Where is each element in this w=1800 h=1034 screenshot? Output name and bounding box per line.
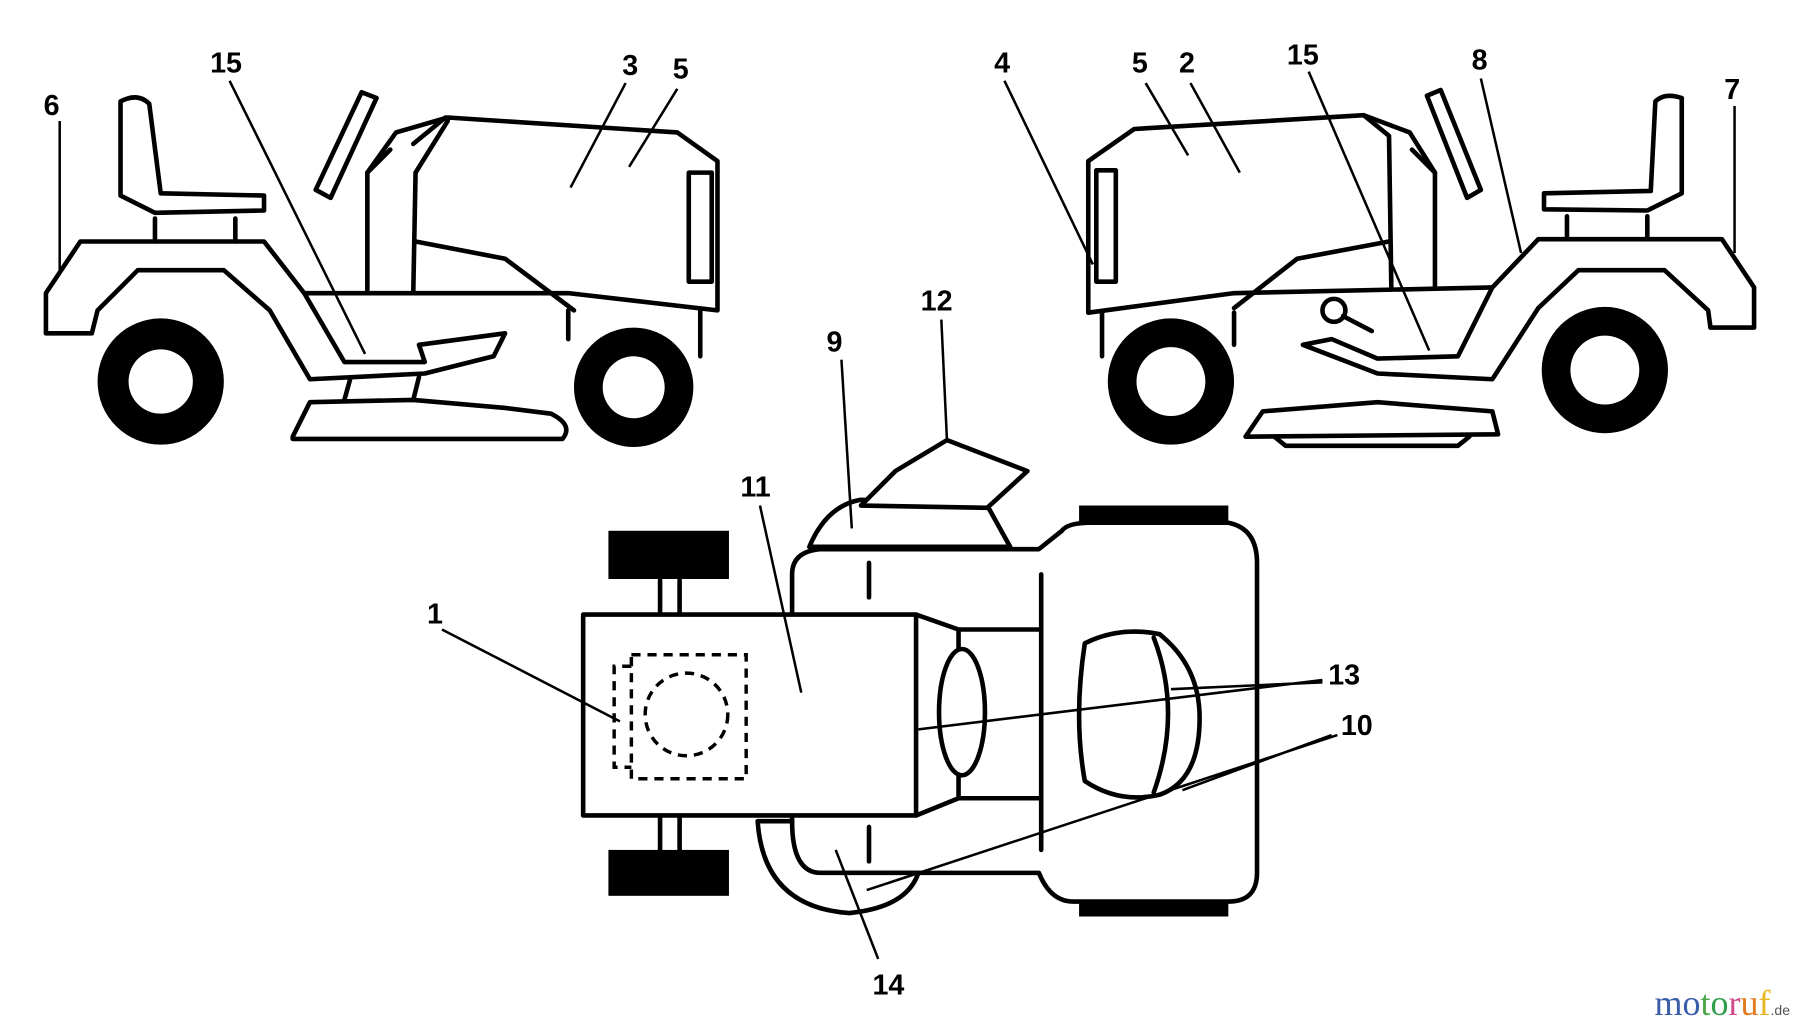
callout-7: 7: [1724, 74, 1740, 106]
callout-3: 3: [622, 50, 638, 82]
callout-11: 11: [740, 471, 770, 503]
wm-letter: t: [1700, 983, 1711, 1023]
callout-14: 14: [872, 970, 904, 1002]
callout-8: 8: [1472, 44, 1488, 76]
callout-1: 1: [427, 599, 443, 631]
callout-4: 4: [994, 48, 1010, 80]
callout-13: 13: [1328, 660, 1360, 692]
motoruf-watermark: motoruf.de: [1655, 982, 1791, 1024]
wm-letter: m: [1654, 983, 1683, 1023]
tractor-right-side-view: [1085, 87, 1757, 449]
leader-lines: [58, 71, 1736, 960]
wm-letter: o: [1710, 983, 1729, 1023]
wm-letter: u: [1740, 983, 1759, 1023]
callout-10: 10: [1341, 710, 1373, 742]
callout-9: 9: [827, 327, 843, 359]
tractor-left-side-view: [43, 89, 720, 447]
wm-letter: r: [1728, 983, 1741, 1023]
callout-5-right: 5: [1132, 48, 1148, 80]
wm-suffix: .de: [1770, 1002, 1790, 1018]
callout-15-right: 15: [1287, 40, 1319, 72]
wm-letter: o: [1682, 983, 1701, 1023]
callout-labels: 6 15 3 5 4 5 2 15 8 7 12 9 11 1 13 10 14: [44, 40, 1741, 1002]
wm-letter: f: [1758, 983, 1771, 1023]
callout-15-left: 15: [210, 48, 242, 80]
callout-5-left: 5: [673, 53, 689, 85]
tractor-top-view: [580, 437, 1260, 917]
callout-6: 6: [44, 90, 60, 122]
callout-2: 2: [1179, 48, 1195, 80]
callout-12: 12: [921, 285, 953, 317]
